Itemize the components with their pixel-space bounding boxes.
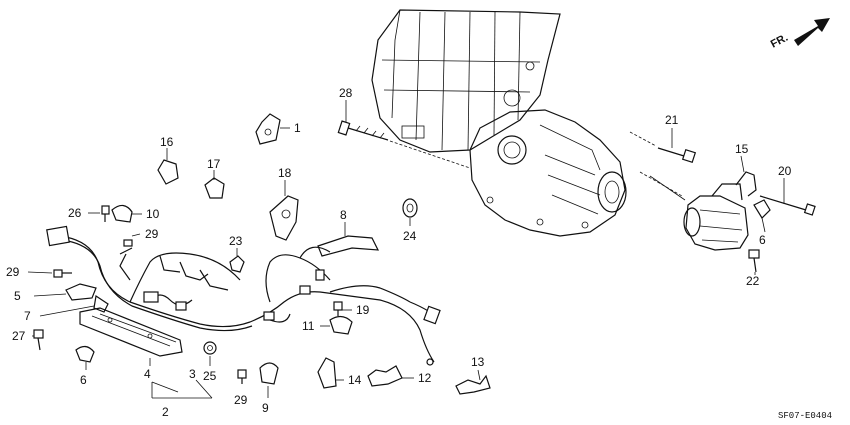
part-6-clip-right: 6 — [753, 199, 771, 247]
callout-13: 13 — [471, 355, 485, 369]
part-7-sensor: 7 — [24, 294, 109, 323]
callout-29-lower: 29 — [234, 393, 248, 407]
starter-motor — [639, 171, 749, 251]
part-15-bracket: 15 — [735, 142, 757, 197]
callout-12: 12 — [418, 371, 432, 385]
part-10-clamp: 10 — [111, 204, 160, 223]
callout-17: 17 — [207, 157, 221, 171]
callout-21: 21 — [665, 113, 679, 127]
callout-28: 28 — [339, 86, 353, 100]
part-12-bracket: 12 — [367, 365, 432, 387]
part-19-bolt: 19 — [333, 301, 370, 317]
part-20-bolt: 20 — [759, 164, 816, 216]
part-29-bolt-left: 29 — [6, 265, 72, 279]
callout-2: 2 — [162, 405, 169, 419]
part-8-bracket: 8 — [317, 208, 380, 257]
part-6-clip-left: 6 — [75, 345, 95, 387]
front-direction-indicator: FR. — [769, 18, 830, 51]
callout-16: 16 — [160, 135, 174, 149]
part-17-clip: 17 — [204, 157, 225, 199]
part-2-3-assembly-bracket: 2 3 — [151, 367, 213, 419]
part-13-bracket: 13 — [455, 355, 491, 395]
front-label: FR. — [769, 32, 790, 51]
callout-29-left: 29 — [6, 265, 20, 279]
part-24-grommet: 24 — [402, 198, 418, 243]
callout-6-left: 6 — [80, 373, 87, 387]
callout-8: 8 — [340, 208, 347, 222]
callout-5: 5 — [14, 289, 21, 303]
part-21-bolt: 21 — [629, 113, 697, 164]
engine-block — [371, 9, 561, 153]
part-9-clamp: 9 — [259, 362, 279, 415]
callout-11: 11 — [302, 319, 315, 333]
callout-23: 23 — [229, 234, 243, 248]
part-26-bolt: 26 — [68, 205, 110, 222]
transmission-case — [469, 109, 627, 237]
callout-14: 14 — [348, 373, 362, 387]
callout-27: 27 — [12, 329, 26, 343]
part-1-bracket: 1 — [255, 113, 301, 145]
callout-22: 22 — [746, 274, 760, 288]
part-11-clamp: 11 — [302, 315, 353, 335]
callout-29-upper: 29 — [145, 227, 159, 241]
callout-24: 24 — [403, 229, 417, 243]
part-18-bracket: 18 — [269, 166, 299, 241]
front-arrow-icon — [794, 18, 830, 46]
part-14-clip: 14 — [317, 357, 362, 389]
callout-26: 26 — [68, 206, 82, 220]
part-29-bolt-lower: 29 — [234, 369, 248, 407]
part-16-clip: 16 — [157, 135, 179, 185]
callout-7: 7 — [24, 309, 31, 323]
callout-19: 19 — [356, 303, 370, 317]
callout-18: 18 — [278, 166, 292, 180]
part-23-clip: 23 — [229, 234, 245, 273]
part-29-bolt-upper: 29 — [123, 227, 159, 247]
part-5-connector: 5 — [14, 283, 97, 303]
part-27-bolt: 27 — [12, 329, 44, 351]
callout-1: 1 — [294, 121, 301, 135]
callout-9: 9 — [262, 401, 269, 415]
part-22-bolt: 22 — [746, 249, 760, 288]
callout-4: 4 — [144, 367, 151, 381]
callout-20: 20 — [778, 164, 792, 178]
part-4-harness-cover: 4 — [79, 307, 183, 381]
part-28-bolt: 28 — [337, 86, 471, 169]
part-25-grommet: 25 — [203, 341, 217, 383]
callout-10: 10 — [146, 207, 160, 221]
callout-15: 15 — [735, 142, 749, 156]
callout-3: 3 — [189, 367, 196, 381]
engine-wire-harness — [46, 225, 441, 366]
diagram-code: SF07-E0404 — [778, 411, 832, 421]
callout-6-right: 6 — [759, 233, 766, 247]
callout-25: 25 — [203, 369, 217, 383]
